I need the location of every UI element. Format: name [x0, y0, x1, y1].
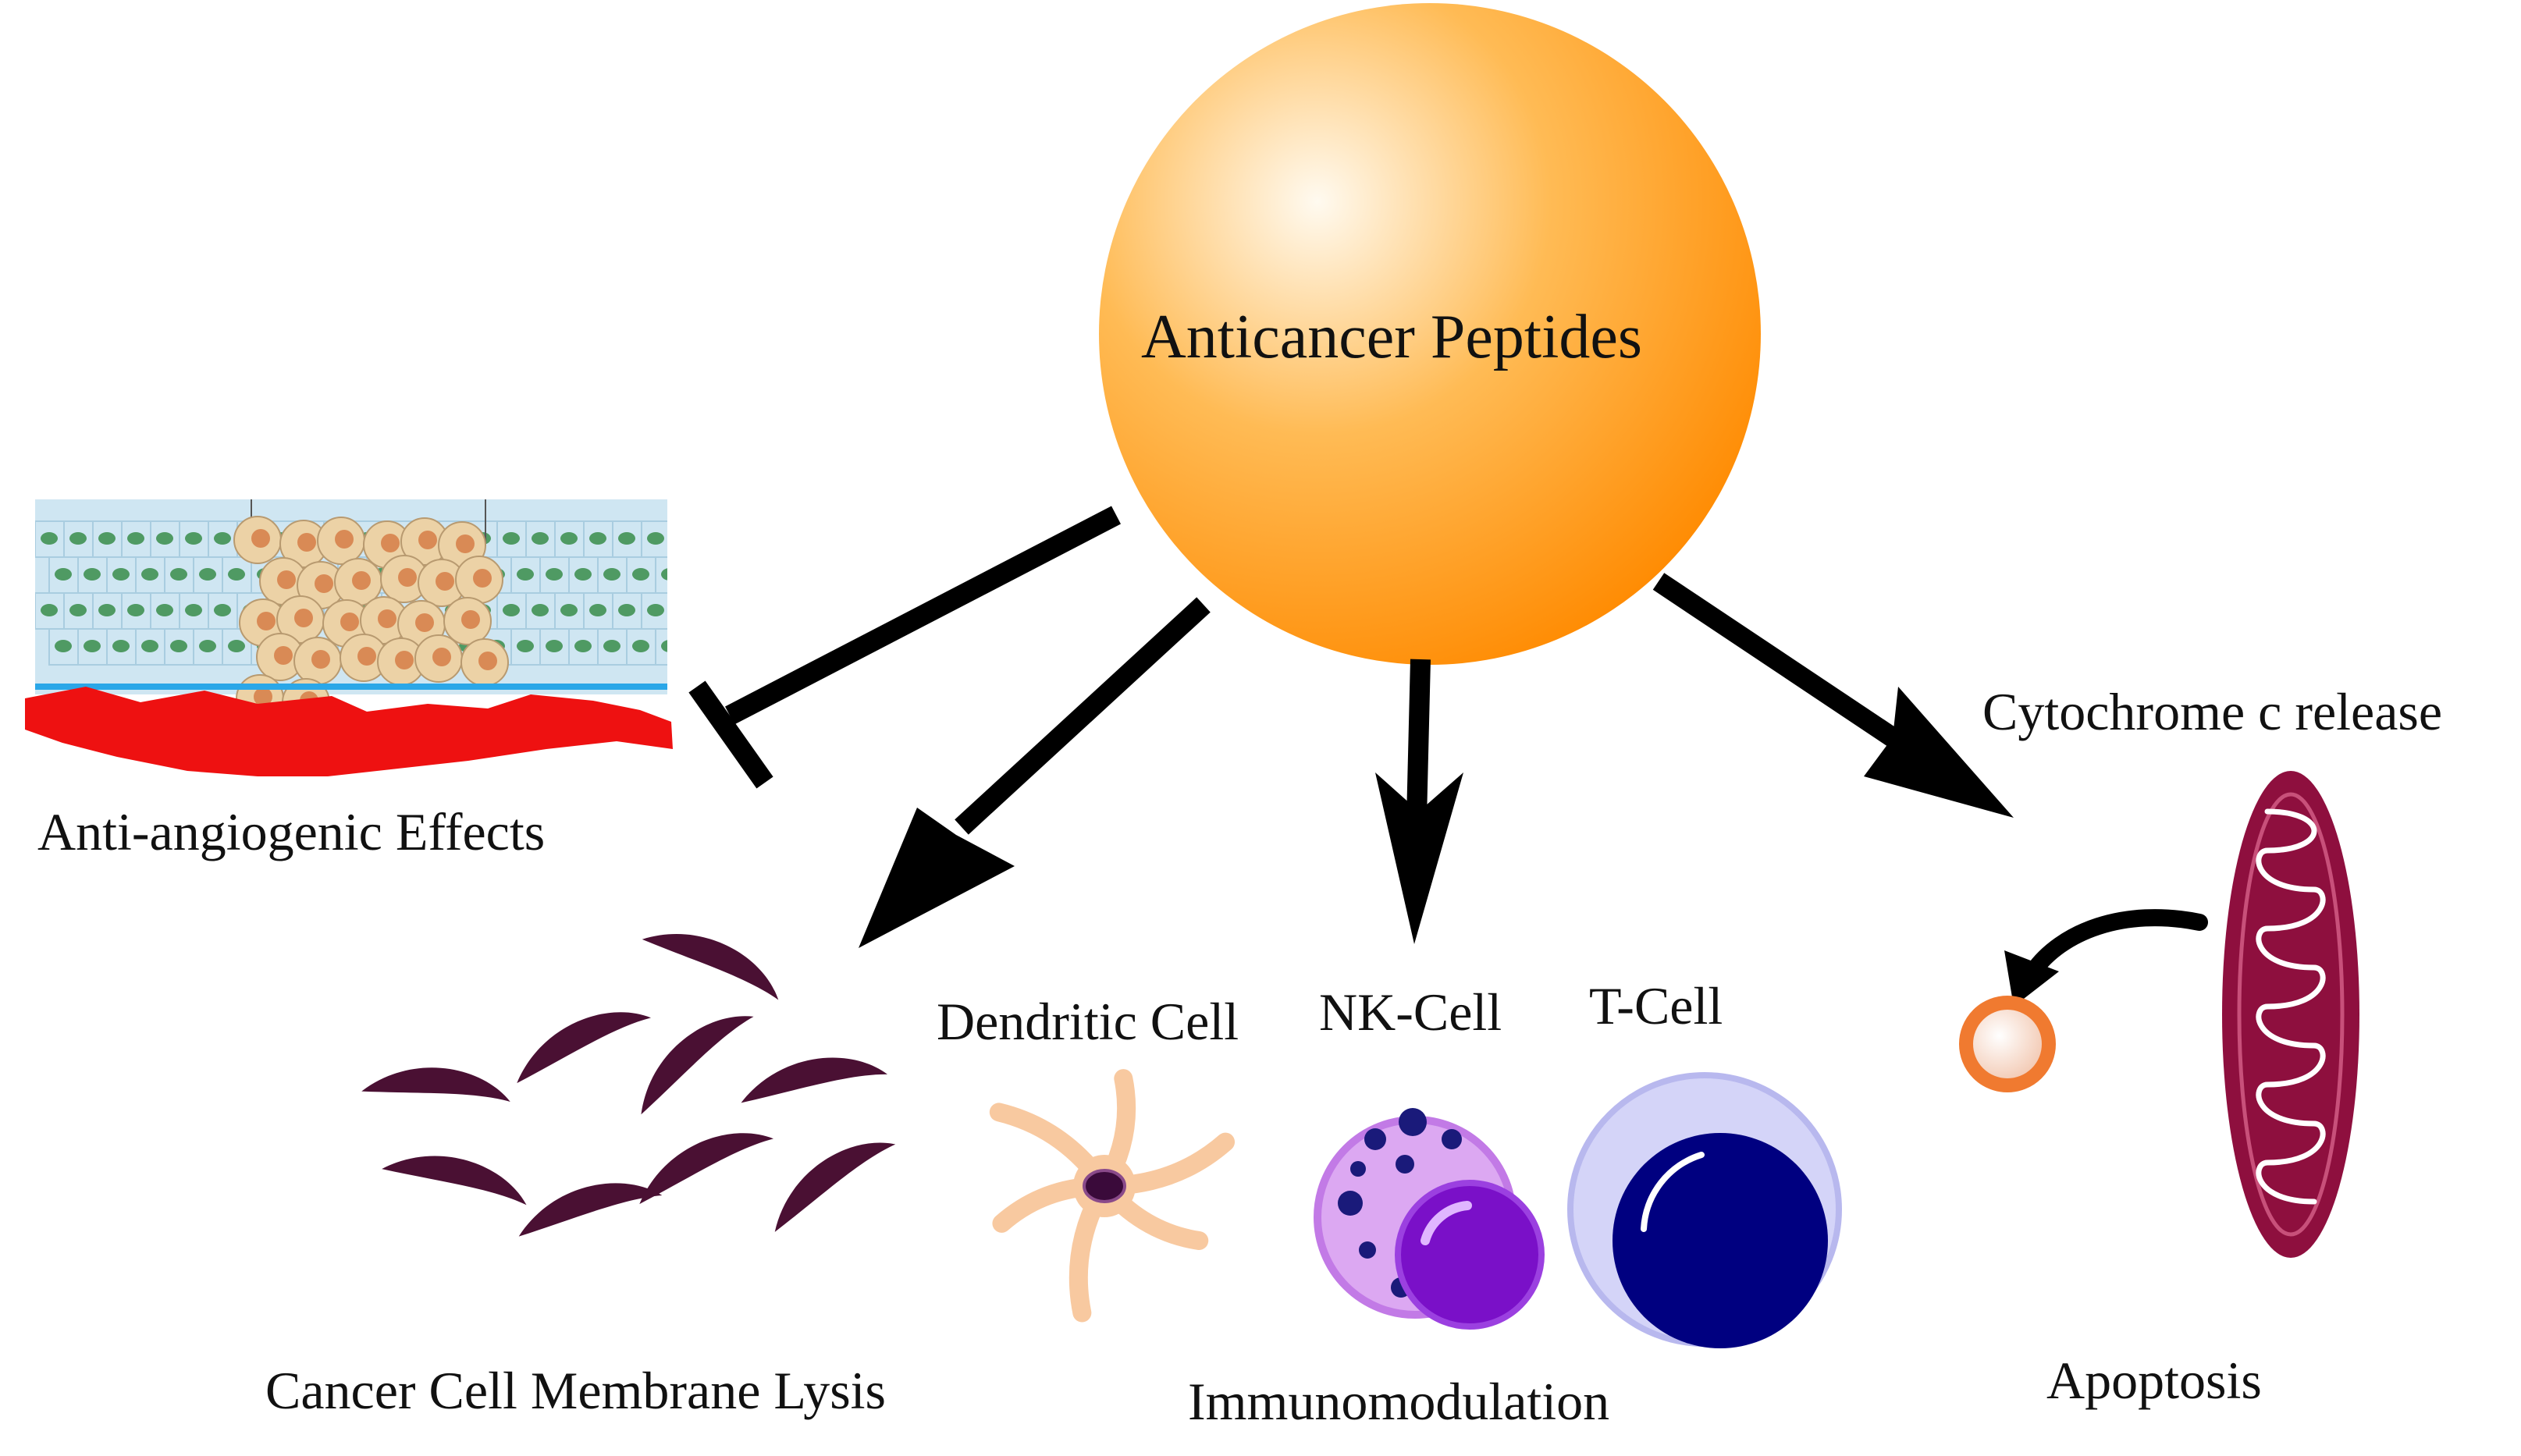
t-cell-label: T-Cell — [1589, 976, 1723, 1035]
immunomodulation-arrow — [1375, 659, 1463, 944]
angiogenesis-illustration — [25, 499, 673, 776]
cytochrome-release-label: Cytochrome c release — [1982, 682, 2443, 741]
inhibition-arrow — [688, 506, 1121, 789]
dendritic-cell-label: Dendritic Cell — [937, 992, 1239, 1051]
mitochondrion — [2222, 771, 2359, 1258]
blood-vessel — [25, 687, 673, 776]
tumor-mass — [233, 499, 509, 726]
apoptosis-arrow — [1652, 573, 2014, 818]
cytochrome-release-arrow — [2004, 909, 2208, 1007]
nk-cell — [1314, 1108, 1545, 1330]
immunomodulation-label: Immunomodulation — [1188, 1372, 1610, 1431]
apoptotic-body — [1959, 996, 2056, 1092]
lysis-arrow — [859, 597, 1211, 948]
lysed-cancer-cells — [361, 934, 896, 1237]
t-cell — [1567, 1072, 1842, 1348]
anticancer-peptide-sphere — [1099, 3, 1761, 665]
anti-angiogenic-label: Anti-angiogenic Effects — [37, 802, 546, 861]
membrane-lysis-label: Cancer Cell Membrane Lysis — [265, 1361, 887, 1420]
hub-label: Anticancer Peptides — [1141, 303, 1642, 371]
apoptosis-label: Apoptosis — [2046, 1351, 2262, 1410]
mitochondrial-cristae — [2256, 808, 2326, 1205]
nk-cell-label: NK-Cell — [1319, 982, 1502, 1042]
t-nucleus — [1613, 1133, 1828, 1348]
dendritic-cell — [989, 1069, 1236, 1323]
